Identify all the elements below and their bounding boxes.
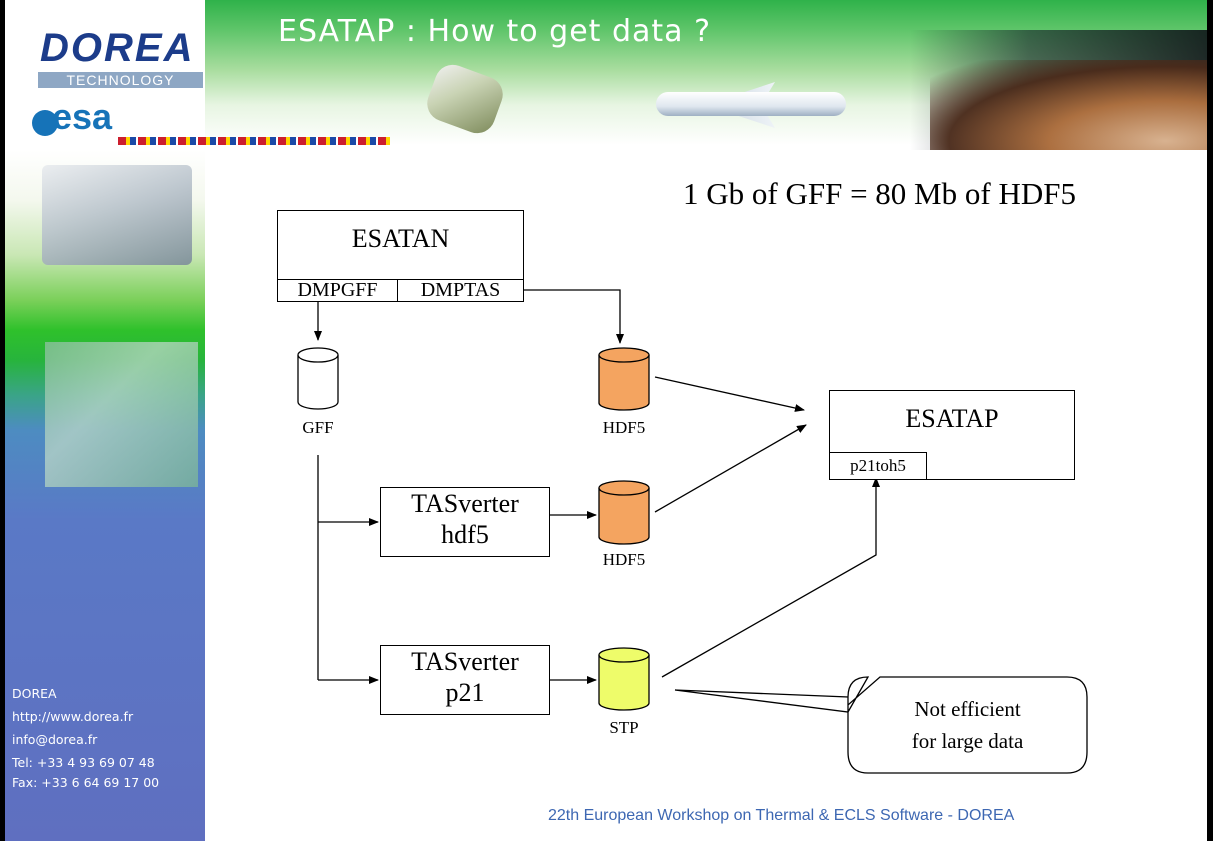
contact-tel: Tel: +33 4 93 69 07 48: [12, 755, 155, 770]
airplane-image: [656, 92, 846, 116]
slide-left-border: [0, 0, 5, 841]
tasverter-p21-line2: p21: [445, 678, 485, 707]
contact-url[interactable]: http://www.dorea.fr: [12, 709, 134, 724]
contact-fax: Fax: +33 6 64 69 17 00: [12, 775, 160, 790]
callout-bubble: [674, 676, 1088, 774]
connector-hdf5-mid-to-esatap: [654, 424, 807, 513]
slide-title: ESATAP : How to get data ?: [278, 14, 712, 49]
contact-company: DOREA: [12, 686, 57, 701]
tasverter-p21-line1: TASverter: [411, 647, 519, 676]
db-hdf5-top-label: HDF5: [602, 418, 646, 437]
contact-email[interactable]: info@dorea.fr: [12, 732, 98, 747]
tasverter-hdf5-line1: TASverter: [411, 489, 519, 518]
connector-stp-to-p21toh5: [661, 477, 880, 678]
esatap-port-box: [829, 452, 927, 480]
ratio-note: 1 Gb of GFF = 80 Mb of HDF5: [683, 176, 1076, 211]
software-screens-image: [45, 342, 198, 487]
db-stp: [598, 647, 650, 711]
db-gff: [297, 347, 339, 410]
esa-logo-icon: [32, 110, 58, 136]
esatap-title: ESATAP: [905, 404, 999, 433]
esatan-port-tas-box: [397, 279, 524, 302]
workstation-image: [42, 165, 192, 265]
esatan-port-tas: DMPTAS: [420, 279, 501, 301]
slide-right-border: [1207, 0, 1213, 841]
esatap-port: p21toh5: [850, 456, 906, 475]
callout-line1: Not efficient: [914, 697, 1021, 721]
tasverter-p21-box: [380, 645, 550, 715]
connector-esatan-to-hdf5: [524, 289, 624, 344]
db-hdf5-top: [598, 347, 650, 411]
esatan-port-gff: DMPGFF: [297, 279, 378, 301]
footer-text: 22th European Workshop on Thermal & ECLS…: [548, 807, 1015, 824]
planet-image: [930, 60, 1207, 150]
tasverter-hdf5-line2: hdf5: [441, 520, 489, 549]
callout-line2: for large data: [911, 729, 1024, 753]
db-hdf5-mid-label: HDF5: [602, 550, 646, 569]
db-stp-label: STP: [609, 718, 639, 737]
tasverter-hdf5-box: [380, 487, 550, 557]
technology-bar: [38, 72, 203, 88]
db-gff-label: GFF: [302, 418, 334, 437]
esatan-title: ESATAN: [351, 224, 450, 253]
technology-label: TECHNOLOGY: [66, 72, 175, 88]
esa-logo: esa: [52, 96, 113, 137]
dorea-logo: DOREA: [40, 26, 195, 70]
db-hdf5-mid: [598, 480, 650, 545]
connector-hdf5-top-to-esatap: [654, 376, 805, 412]
member-flags-strip: [118, 137, 390, 145]
